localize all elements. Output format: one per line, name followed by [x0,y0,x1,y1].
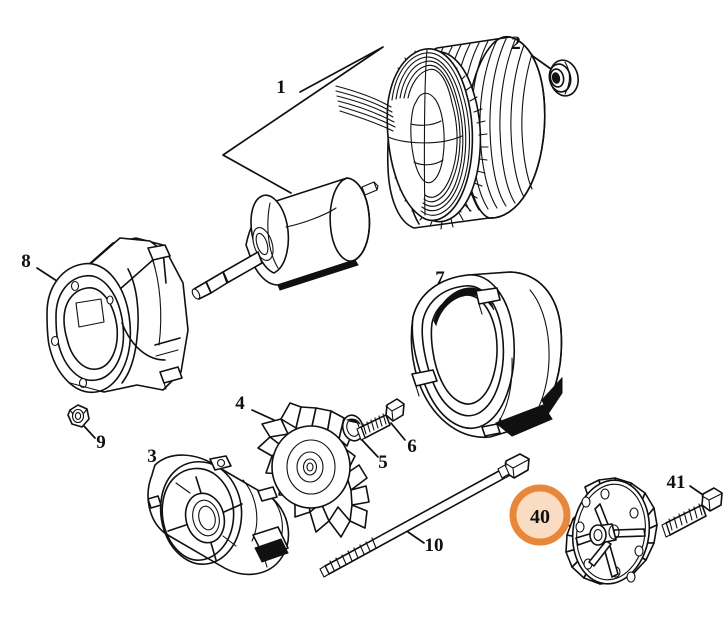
stator-lead-wires [335,85,396,132]
part-long-through-bolt [319,453,530,578]
callout-number-4[interactable]: 4 [235,393,245,414]
callout-number-40[interactable]: 40 [530,506,550,528]
callout-number-1[interactable]: 1 [276,77,286,98]
callout-number-2[interactable]: 2 [511,33,521,54]
stator-coil-winding [386,48,474,222]
callout-number-7[interactable]: 7 [435,268,445,289]
part-motor-housing [36,237,189,393]
part-stator [335,35,546,230]
part-hex-nut [67,404,96,439]
leader-line-1 [222,46,384,194]
part-washer [341,414,379,458]
callout-number-10[interactable]: 10 [424,535,444,556]
callout-number-41[interactable]: 41 [666,472,686,493]
part-motor-shroud-ring [410,271,563,438]
part-armature-rotor [191,177,379,300]
part-ball-bearing [526,51,579,97]
callout-number-3[interactable]: 3 [147,446,157,467]
callout-number-6[interactable]: 6 [407,436,417,457]
part-fan-wheel [559,477,658,585]
callout-40-highlight[interactable] [509,484,571,546]
part-cooling-fan-impeller [251,402,370,538]
part-hex-head-screw [356,398,406,441]
callout-number-8[interactable]: 8 [21,251,31,272]
callout-number-5[interactable]: 5 [378,452,388,473]
part-fan-housing-cover [147,454,290,576]
part-hex-bolt [661,485,723,538]
callout-number-9[interactable]: 9 [96,432,106,453]
